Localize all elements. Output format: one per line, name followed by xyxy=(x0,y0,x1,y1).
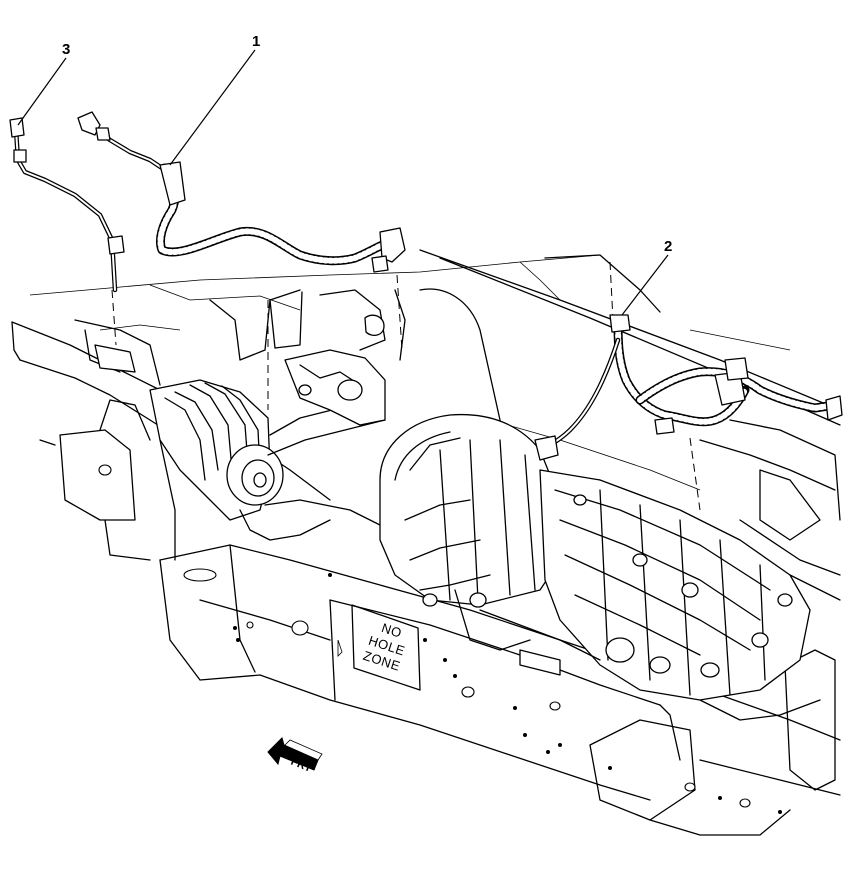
callout-number-2: 2 xyxy=(664,238,672,255)
no-hole-zone-plate xyxy=(351,604,421,691)
wiring-harness-2 xyxy=(534,314,843,461)
cable-3 xyxy=(9,117,125,293)
no-hole-zone-label: NO HOLE ZONE xyxy=(361,620,406,674)
forward-direction-indicator: FRT xyxy=(267,737,323,775)
no-hole-zone-line-1: NO xyxy=(380,620,404,641)
harness-2-connector-end xyxy=(825,395,843,421)
forward-arrow-icon xyxy=(267,737,319,771)
callout-number-1: 1 xyxy=(252,33,260,50)
transmission xyxy=(379,413,841,721)
front-differential xyxy=(149,349,386,541)
harness-1-connector-end xyxy=(379,227,406,263)
harness-2-connector-end xyxy=(534,435,559,461)
callout-number-3: 3 xyxy=(62,41,70,58)
cable-3-terminal xyxy=(9,117,25,138)
wiring-harness-1 xyxy=(77,111,406,273)
callout-leaders xyxy=(17,49,669,316)
locator-lines xyxy=(111,261,701,511)
